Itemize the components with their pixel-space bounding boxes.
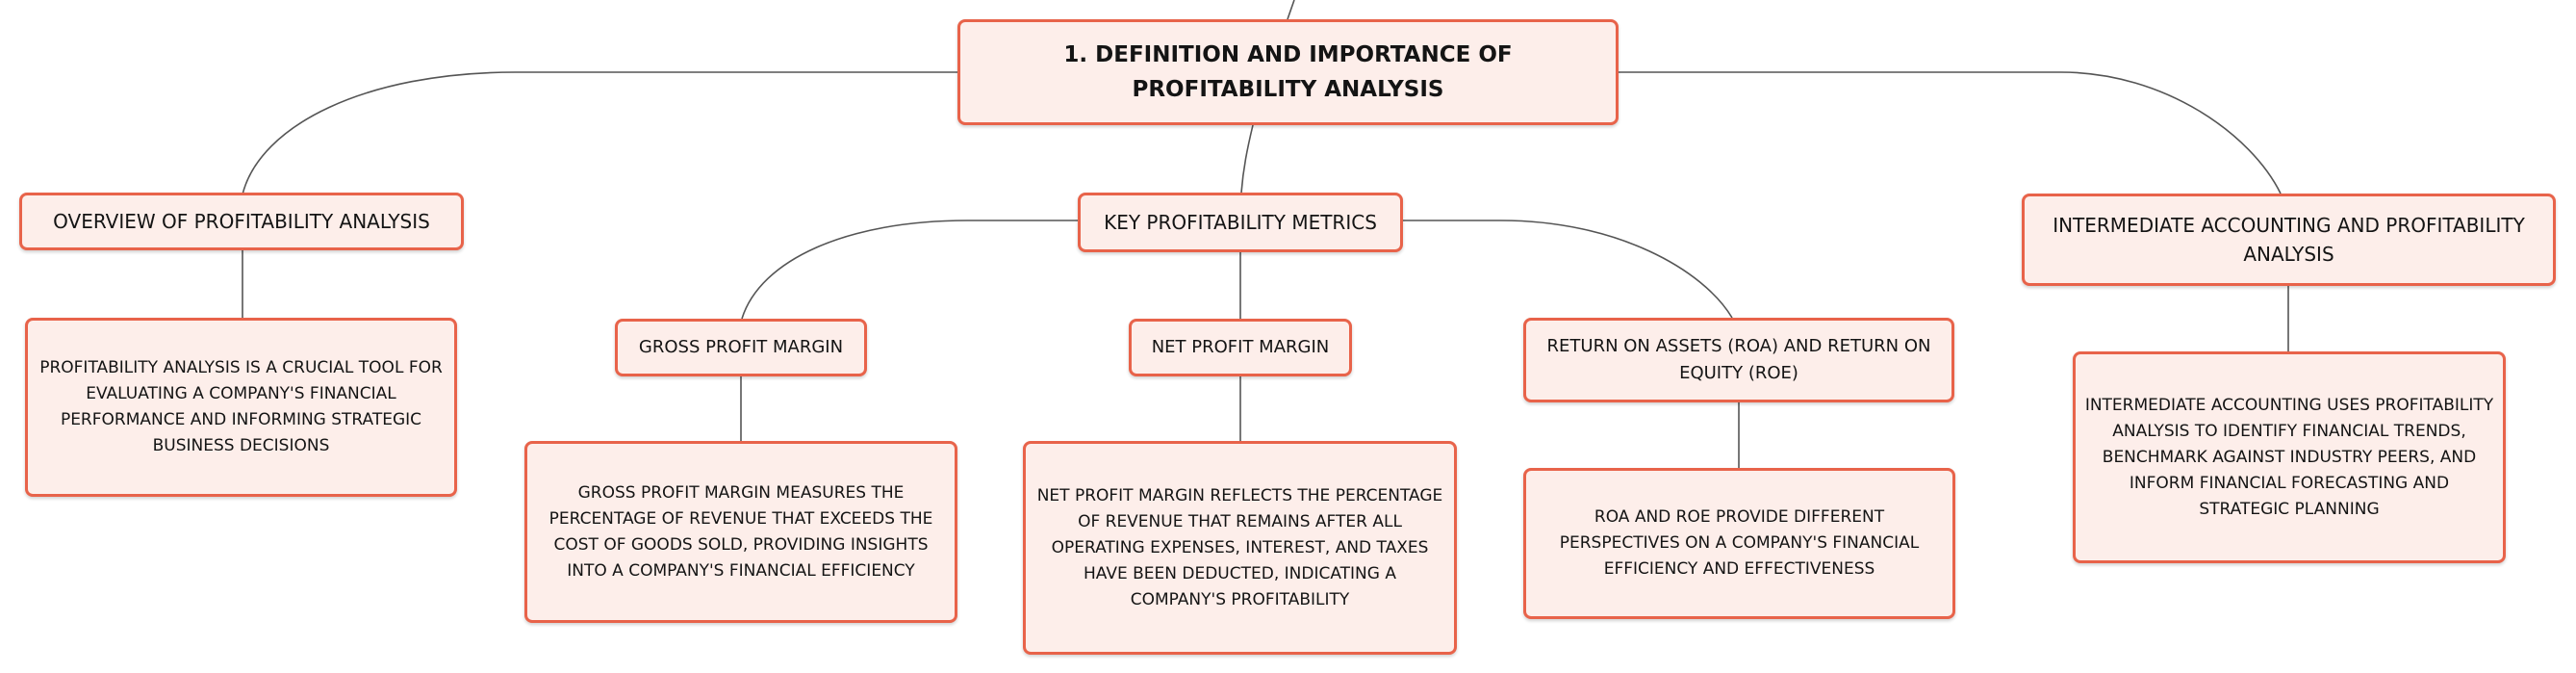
link-parent-root bbox=[1287, 0, 1295, 20]
link-root-metrics bbox=[1240, 124, 1254, 194]
detail-overview[interactable]: PROFITABILITY ANALYSIS IS A CRUCIAL TOOL… bbox=[25, 318, 457, 497]
detail-net-margin[interactable]: NET PROFIT MARGIN REFLECTS THE PERCENTAG… bbox=[1023, 441, 1457, 655]
subtopic-net-margin[interactable]: NET PROFIT MARGIN bbox=[1129, 319, 1352, 376]
link-root-intermediate bbox=[1619, 71, 2282, 194]
root-topic-label: 1. DEFINITION AND IMPORTANCE OF PROFITAB… bbox=[1063, 42, 1513, 102]
topic-intermediate-label: INTERMEDIATE ACCOUNTING AND PROFITABILIT… bbox=[2053, 214, 2525, 266]
link-root-overview bbox=[242, 71, 957, 195]
link-metrics-roa bbox=[1403, 220, 1733, 319]
detail-gross-margin[interactable]: GROSS PROFIT MARGIN MEASURES THE PERCENT… bbox=[524, 441, 957, 623]
detail-net-margin-text: NET PROFIT MARGIN REFLECTS THE PERCENTAG… bbox=[1036, 485, 1443, 609]
topic-key-metrics-label: KEY PROFITABILITY METRICS bbox=[1104, 211, 1377, 234]
subtopic-gross-margin-label: GROSS PROFIT MARGIN bbox=[638, 337, 844, 357]
root-topic[interactable]: 1. DEFINITION AND IMPORTANCE OF PROFITAB… bbox=[957, 19, 1619, 125]
topic-overview-label: OVERVIEW OF PROFITABILITY ANALYSIS bbox=[53, 210, 430, 233]
detail-roa-roe-text: ROA AND ROE PROVIDE DIFFERENT PERSPECTIV… bbox=[1559, 507, 1920, 579]
topic-intermediate[interactable]: INTERMEDIATE ACCOUNTING AND PROFITABILIT… bbox=[2022, 194, 2556, 286]
topic-overview[interactable]: OVERVIEW OF PROFITABILITY ANALYSIS bbox=[19, 193, 464, 250]
topic-key-metrics[interactable]: KEY PROFITABILITY METRICS bbox=[1078, 193, 1403, 252]
detail-overview-text: PROFITABILITY ANALYSIS IS A CRUCIAL TOOL… bbox=[39, 358, 443, 455]
subtopic-roa-roe-label: RETURN ON ASSETS (ROA) AND RETURN ON EQU… bbox=[1546, 336, 1931, 383]
subtopic-net-margin-label: NET PROFIT MARGIN bbox=[1151, 337, 1330, 357]
link-metrics-gross bbox=[741, 220, 1078, 320]
subtopic-gross-margin[interactable]: GROSS PROFIT MARGIN bbox=[615, 319, 867, 376]
detail-intermediate[interactable]: INTERMEDIATE ACCOUNTING USES PROFITABILI… bbox=[2073, 351, 2506, 563]
subtopic-roa-roe[interactable]: RETURN ON ASSETS (ROA) AND RETURN ON EQU… bbox=[1523, 318, 1954, 402]
detail-roa-roe[interactable]: ROA AND ROE PROVIDE DIFFERENT PERSPECTIV… bbox=[1523, 468, 1955, 619]
detail-intermediate-text: INTERMEDIATE ACCOUNTING USES PROFITABILI… bbox=[2084, 395, 2494, 519]
detail-gross-margin-text: GROSS PROFIT MARGIN MEASURES THE PERCENT… bbox=[548, 482, 933, 581]
